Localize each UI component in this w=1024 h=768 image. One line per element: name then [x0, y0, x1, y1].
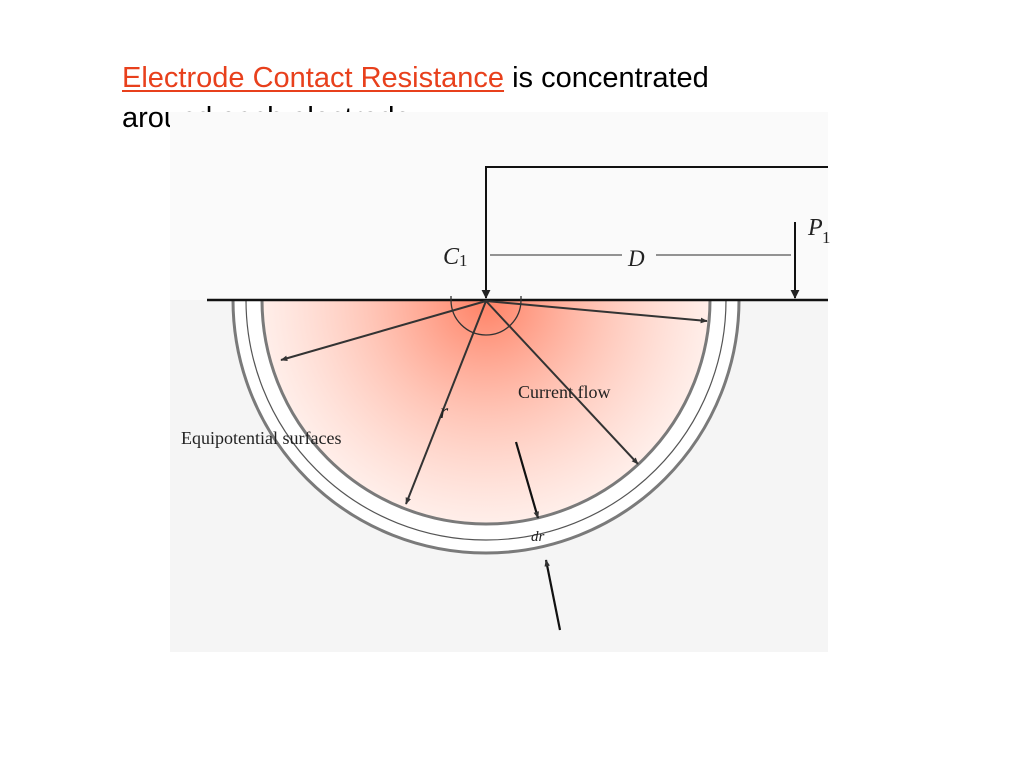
electrode-small-shell — [450, 299, 522, 336]
label-current-flow: Current flow — [518, 382, 610, 402]
heading-text-line1: is concentrated — [504, 62, 709, 94]
current-arrow-left — [280, 300, 487, 361]
label-distance-d: D — [627, 246, 645, 271]
heading-highlight-link: Electrode Contact Resistance — [122, 62, 505, 94]
dr-arrow-outer — [544, 559, 562, 631]
current-arrow-right — [485, 300, 708, 324]
current-arrow-lower-left — [405, 300, 487, 505]
label-radius-r: r — [440, 399, 449, 423]
label-p: P — [807, 215, 823, 241]
dr-arrow-inner — [514, 441, 540, 519]
label-equipotential-surfaces: Equipotential surfaces — [181, 428, 341, 448]
label-c-subscript: 1 — [459, 251, 468, 270]
label-c: C — [443, 244, 460, 270]
figure-backdrop-top — [170, 112, 828, 300]
label-p-subscript: 1 — [822, 228, 831, 247]
current-arrow-lower-right — [485, 300, 639, 465]
label-dr: dr — [531, 529, 545, 545]
current-electrode-wire — [481, 166, 828, 299]
inner-equipotential-shell — [260, 299, 712, 526]
